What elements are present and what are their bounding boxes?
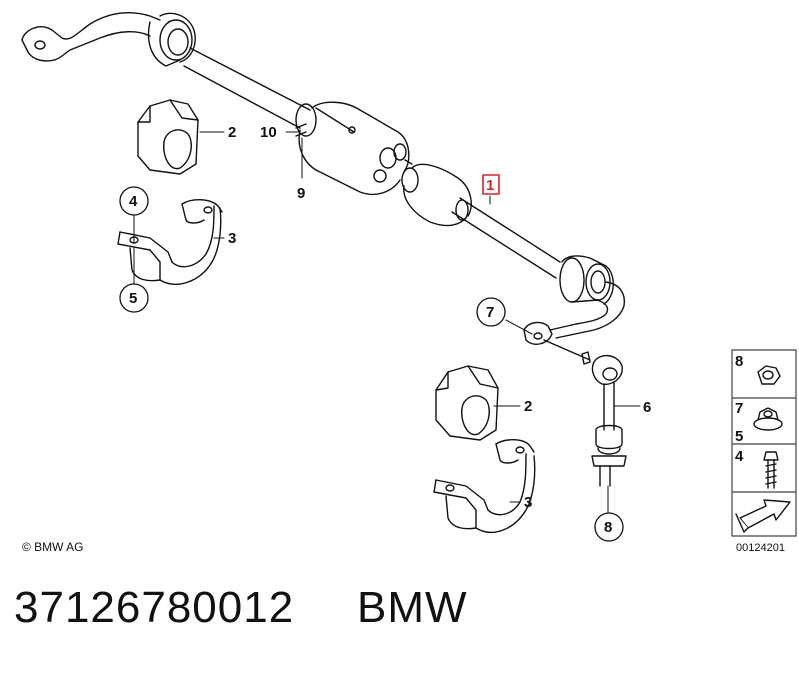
- leader-lines: [133, 131, 641, 513]
- bracket-3-top: [117, 199, 223, 285]
- direction-arrow-icon: [735, 499, 791, 533]
- callout-label-4: 4: [129, 193, 138, 210]
- bushing-2-bottom: [435, 365, 499, 441]
- callout-label-2-top: 2: [228, 124, 236, 141]
- callout-label-9: 9: [297, 185, 305, 202]
- bar-center-clamp: [295, 101, 410, 196]
- part-1-highlight-box: [482, 174, 500, 195]
- callout-label-3-bottom: 3: [524, 494, 532, 511]
- part-number: 37126780012: [14, 583, 295, 632]
- callout-label-8: 8: [604, 519, 612, 536]
- stabilizer-bar-left-end: [21, 12, 161, 62]
- hardware-legend: [731, 349, 797, 537]
- bushing-2-top: [137, 99, 199, 175]
- legend-label-5: 5: [735, 428, 743, 445]
- brand-name: BMW: [357, 583, 468, 632]
- stabilizer-bar-main: [183, 47, 561, 279]
- callout-label-6: 6: [643, 399, 651, 416]
- link-rod: [543, 339, 627, 487]
- bar-bushing-top: [147, 12, 196, 67]
- callout-circles: [119, 186, 624, 542]
- bolt-icon: [763, 451, 779, 489]
- nut-icon: [757, 365, 781, 385]
- diagram-id: 00124201: [736, 542, 785, 554]
- flange-nut-icon: [753, 407, 783, 431]
- callout-label-5: 5: [129, 290, 137, 307]
- callout-label-2-bottom: 2: [524, 398, 532, 415]
- legend-label-7: 7: [735, 400, 743, 417]
- legend-label-8: 8: [735, 353, 743, 370]
- copyright-text: © BMW AG: [22, 540, 84, 554]
- callout-label-3-top: 3: [228, 230, 236, 247]
- callout-label-1: 1: [486, 177, 494, 194]
- legend-label-4: 4: [735, 448, 744, 465]
- bracket-3-bottom: [433, 439, 536, 533]
- stabilizer-bar-right-arm: [523, 281, 626, 345]
- callout-label-10: 10: [260, 124, 277, 141]
- callout-label-7: 7: [486, 304, 494, 321]
- bar-sleeve: [401, 163, 472, 227]
- bar-bushing-right: [559, 255, 614, 305]
